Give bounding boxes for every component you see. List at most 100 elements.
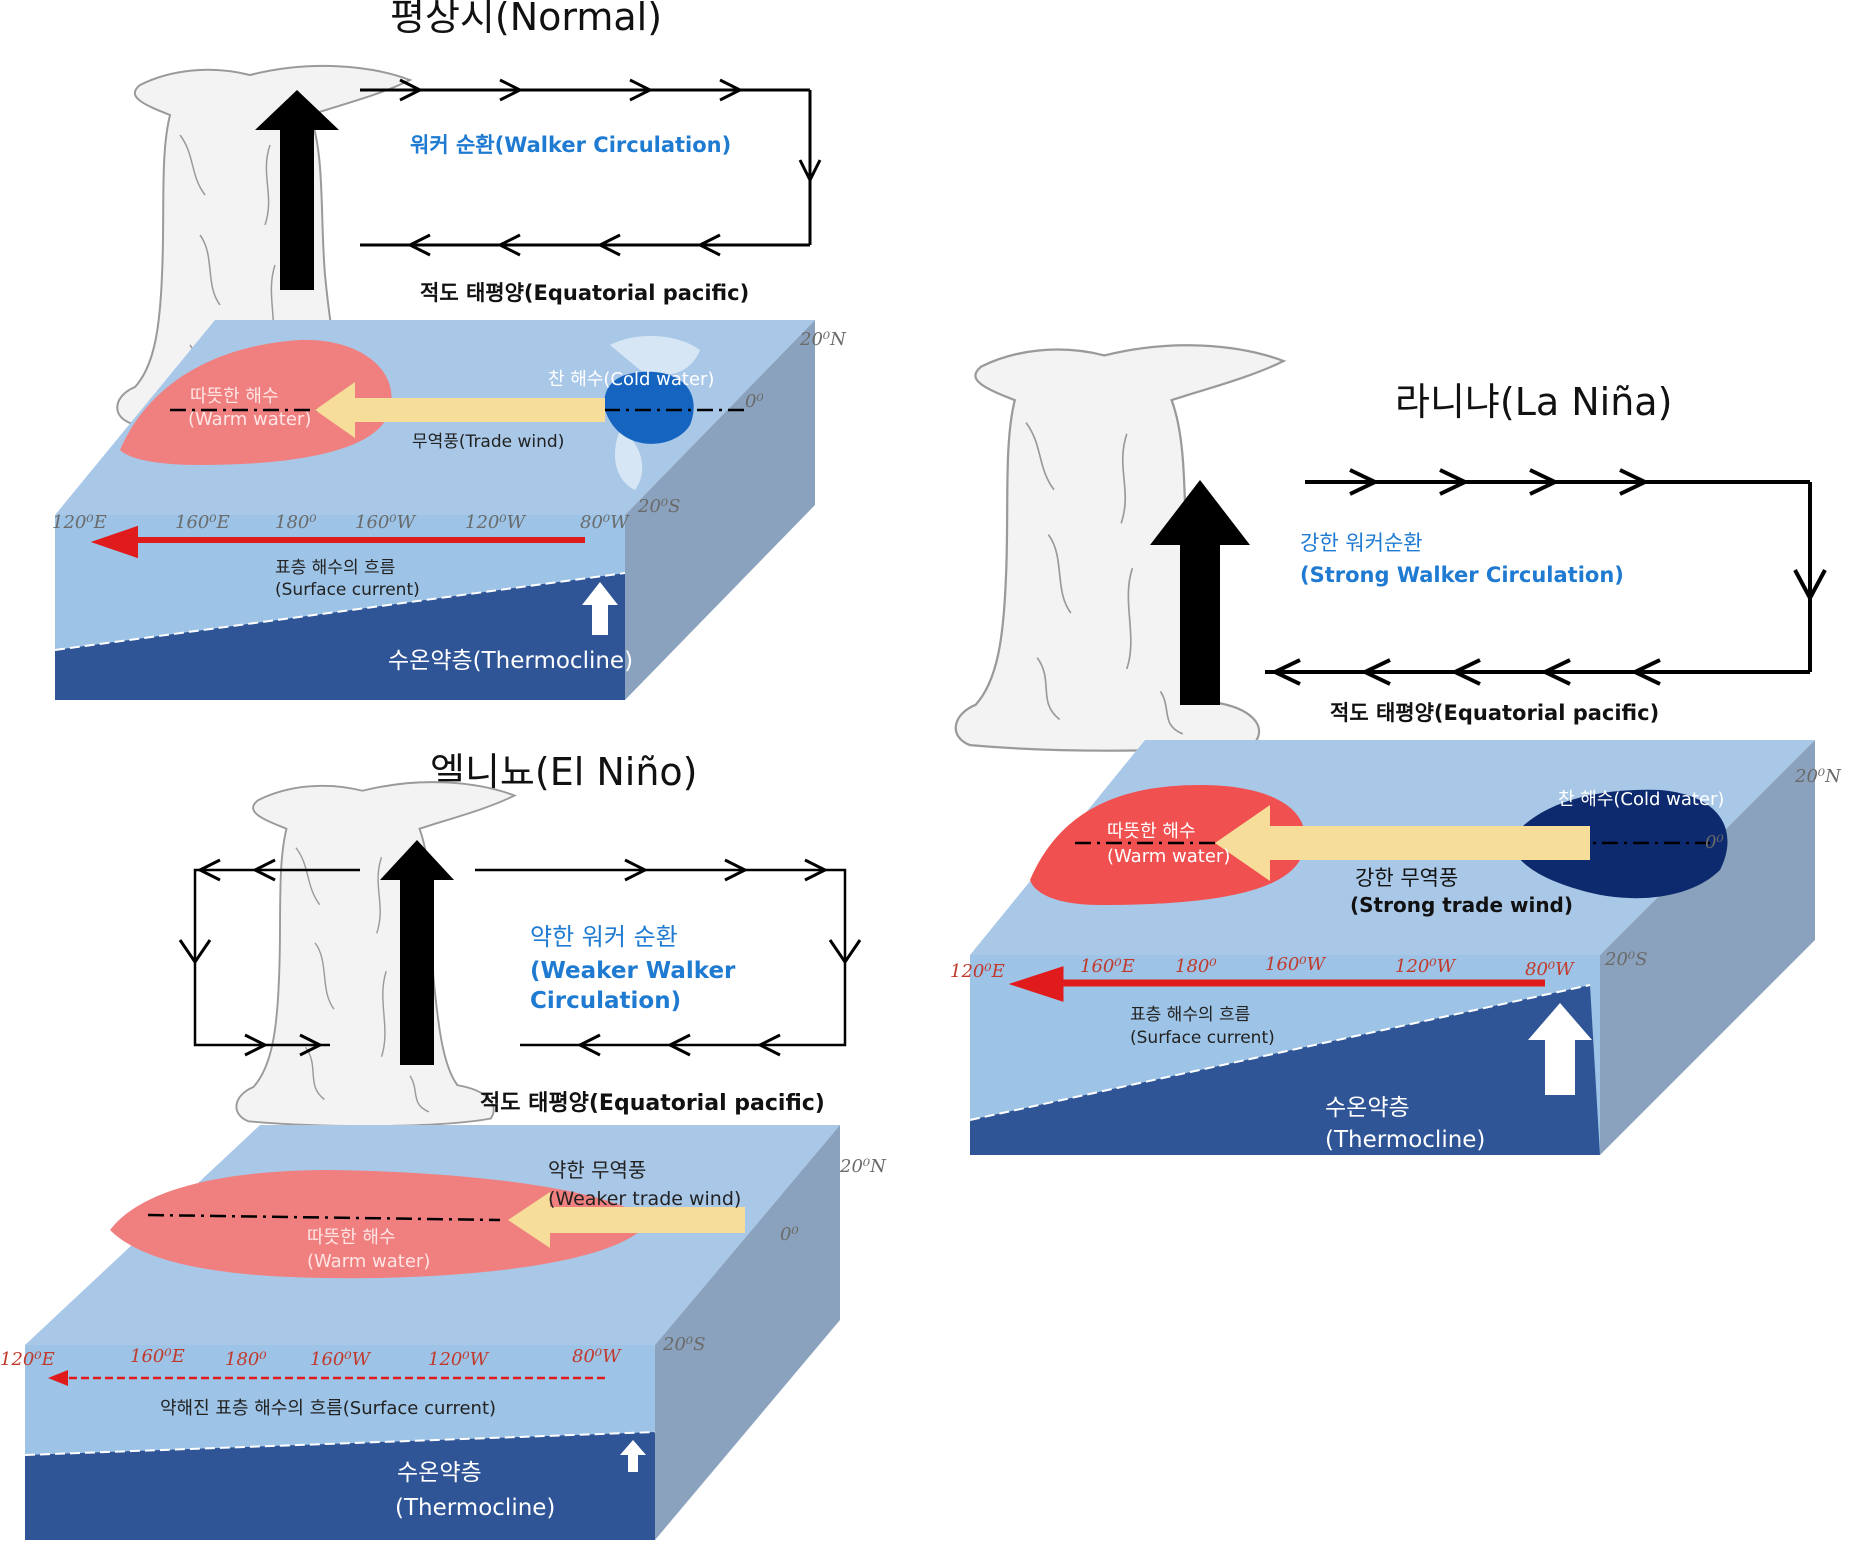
warm-water-pool <box>1030 785 1306 905</box>
lon-80w: 80⁰W <box>580 512 630 533</box>
lon-160w: 160⁰W <box>310 1349 372 1370</box>
lon-160e: 160⁰E <box>130 1346 185 1367</box>
walker-circulation-label: 워커 순환(Walker Circulation) <box>410 133 731 157</box>
upwelling-arrow <box>1528 1003 1592 1095</box>
lower-flow-chevrons <box>1270 658 1661 686</box>
elnino-panel: 엘니뇨(El Niño) 약한 워커 순환 (Weaker Walker Cir… <box>0 750 887 1540</box>
thermocline-layer <box>970 985 1600 1155</box>
lon-80w: 80⁰W <box>1525 959 1575 980</box>
rising-air-arrow <box>380 840 454 1065</box>
weakened-current-head <box>48 1370 68 1386</box>
thermocline-label: 수온약층 <box>397 1460 482 1486</box>
lon-120w: 120⁰W <box>1395 956 1457 977</box>
convection-cloud <box>954 344 1285 752</box>
thermocline-label: 수온약층(Thermocline) <box>388 648 633 674</box>
weaker-trade-wind-label: 약한 무역풍 <box>548 1158 646 1182</box>
surface-current-label-en: (Surface current) <box>1130 1028 1275 1048</box>
lon-120e: 120⁰E <box>0 1349 55 1370</box>
lon-180: 180⁰ <box>1175 956 1217 977</box>
lon-120w: 120⁰W <box>428 1349 490 1370</box>
thermocline-label-en: (Thermocline) <box>395 1495 555 1521</box>
upper-flow-chevrons <box>1349 468 1650 496</box>
walker-circulation-loop <box>360 88 812 247</box>
longitude-labels: 120⁰E 160⁰E 180⁰ 160⁰W 120⁰W 80⁰W <box>52 512 630 533</box>
downflow-chevron <box>798 159 822 184</box>
lat-20s: 20⁰S <box>662 1334 705 1355</box>
lon-80w: 80⁰W <box>572 1346 622 1367</box>
lon-120w: 120⁰W <box>465 512 527 533</box>
thermocline-label: 수온약층 <box>1325 1095 1410 1121</box>
lanina-title: 라니냐(La Niña) <box>1395 380 1672 424</box>
normal-title: 평상시(Normal) <box>390 0 662 39</box>
lon-180: 180⁰ <box>275 512 317 533</box>
warm-water-label: 따뜻한 해수 <box>307 1227 396 1248</box>
thermocline-layer <box>55 573 625 700</box>
longitude-labels: 120⁰E 160⁰E 180⁰ 160⁰W 120⁰W 80⁰W <box>0 1346 622 1370</box>
trade-wind-label: 무역풍(Trade wind) <box>412 432 564 452</box>
rising-air-arrow <box>1150 480 1250 705</box>
strong-walker-label-en: (Strong Walker Circulation) <box>1300 563 1624 587</box>
lon-160e: 160⁰E <box>175 512 230 533</box>
downflow-chevron <box>1793 569 1827 603</box>
lon-180: 180⁰ <box>225 1349 267 1370</box>
lat-20s: 20⁰S <box>637 496 680 517</box>
strong-trade-wind-label-en: (Strong trade wind) <box>1350 893 1573 917</box>
land-shapes <box>610 335 700 490</box>
surface-current-label: 표층 해수의 흐름 <box>1130 1005 1250 1025</box>
strong-trade-wind-arrow <box>1215 805 1590 881</box>
weaker-walker-label: 약한 워커 순환 <box>530 923 678 951</box>
upwelling-arrow <box>582 582 618 635</box>
convection-cloud <box>235 781 516 1127</box>
lat-20n: 20⁰N <box>799 329 847 350</box>
lower-flow-chevrons <box>406 233 721 257</box>
lat-0: 0⁰ <box>1705 832 1724 853</box>
upwelling-arrow <box>620 1440 646 1472</box>
rising-air-arrow <box>255 90 339 290</box>
thermocline-layer <box>25 1432 655 1540</box>
equatorial-pacific-label: 적도 태평양(Equatorial pacific) <box>420 281 749 305</box>
weaker-walker-label-en2: Circulation) <box>530 988 681 1014</box>
lat-0: 0⁰ <box>780 1224 799 1245</box>
lon-120e: 120⁰E <box>52 512 107 533</box>
surface-current-label: 표층 해수의 흐름 <box>275 558 395 578</box>
surface-current-arrow <box>1008 966 1545 1002</box>
warm-water-label-en: (Warm water) <box>188 409 311 430</box>
ocean-side <box>625 320 815 700</box>
cold-water-pool <box>604 371 694 444</box>
longitude-labels: 120⁰E 160⁰E 180⁰ 160⁰W 120⁰W 80⁰W <box>950 954 1575 982</box>
strong-walker-label: 강한 워커순환 <box>1300 531 1423 555</box>
weaker-trade-wind-arrow <box>508 1192 745 1248</box>
thermocline-line <box>969 984 1591 1121</box>
warm-water-label: 따뜻한 해수 <box>190 386 279 407</box>
surface-current-label-en: (Surface current) <box>275 580 420 600</box>
lat-20n: 20⁰N <box>1794 766 1842 787</box>
weakened-current-label: 약해진 표층 해수의 흐름(Surface current) <box>160 1398 496 1419</box>
lat-0: 0⁰ <box>745 391 764 412</box>
warm-water-label-en: (Warm water) <box>307 1251 430 1272</box>
lat-20s: 20⁰S <box>1604 949 1647 970</box>
cold-water-pool <box>1510 789 1728 899</box>
lon-160w: 160⁰W <box>1265 954 1327 975</box>
ocean-side <box>655 1125 840 1540</box>
circulation-chevrons <box>178 858 862 1057</box>
weaker-trade-wind-label-en: (Weaker trade wind) <box>548 1188 741 1210</box>
equatorial-pacific-label: 적도 태평양(Equatorial pacific) <box>1330 701 1659 725</box>
warm-water-label-en: (Warm water) <box>1107 846 1230 867</box>
thermocline-label-en: (Thermocline) <box>1325 1127 1485 1153</box>
warm-water-pool <box>120 339 392 465</box>
lon-120e: 120⁰E <box>950 961 1005 982</box>
weaker-walker-label-en1: (Weaker Walker <box>530 958 736 984</box>
thermocline-line <box>54 572 626 651</box>
ocean-side <box>1600 740 1815 1155</box>
equator-line <box>147 1213 501 1222</box>
warm-water-pool <box>110 1170 650 1279</box>
lat-20n: 20⁰N <box>839 1156 887 1177</box>
surface-current-arrow <box>90 525 585 559</box>
warm-water-label: 따뜻한 해수 <box>1107 821 1196 842</box>
lanina-panel: 라니냐(La Niña) 강한 워커순환 (Strong Walker Circ… <box>950 344 1842 1155</box>
upper-flow-chevrons <box>399 78 744 102</box>
normal-panel: 평상시(Normal) 워커 순환(Walker Circulation) 적도… <box>52 0 847 700</box>
cold-water-label: 찬 해수(Cold water) <box>1558 789 1724 810</box>
lon-160w: 160⁰W <box>355 512 417 533</box>
thermocline-line <box>24 1431 656 1456</box>
